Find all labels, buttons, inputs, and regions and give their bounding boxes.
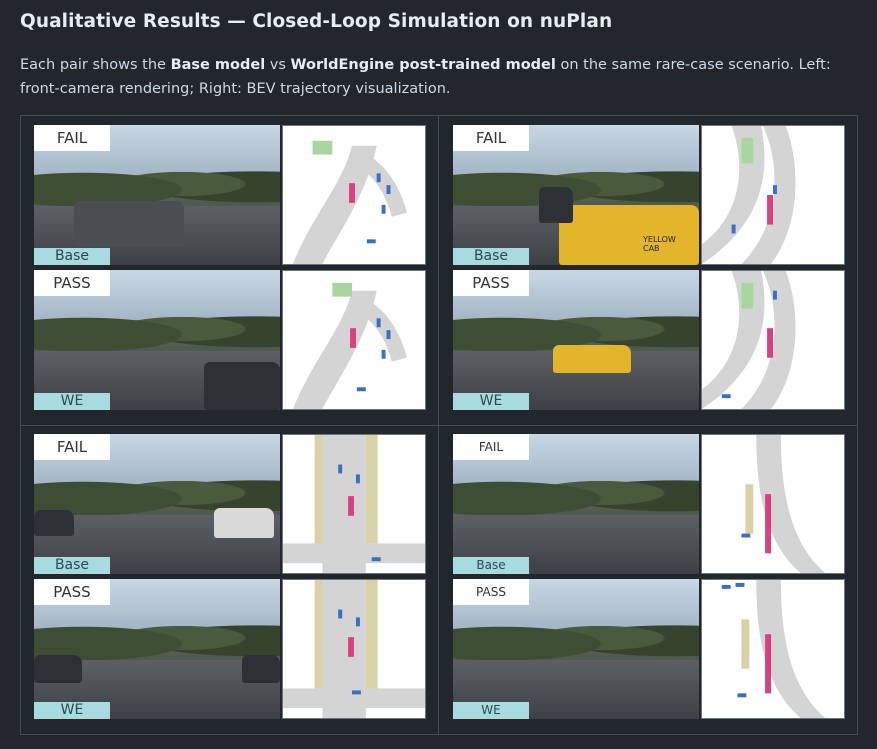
result-pair-3: FAIL Base PASS WE [34,434,426,721]
verdict-label: PASS [34,579,110,605]
model-label: WE [34,702,110,719]
grid-divider-horizontal [21,425,857,426]
bev-trajectory-we [701,579,845,719]
camera-view-base: FAIL Base [453,434,699,574]
model-label: WE [453,393,529,410]
camera-view-base: FAIL Base [34,434,280,574]
camera-view-we: PASS WE [34,270,280,410]
verdict-label: FAIL [453,125,529,151]
model-label: WE [453,702,529,719]
verdict-label: PASS [453,579,529,605]
result-pair-4: FAIL Base PASS WE [453,434,845,721]
model-label: Base [34,248,110,265]
camera-view-base: YELLOW CAB FAIL Base [453,125,699,265]
results-grid: FAIL Base PASS WE YELLOW CAB FAIL Base [20,115,858,735]
camera-view-base: FAIL Base [34,125,280,265]
page-title: Qualitative Results — Closed-Loop Simula… [20,11,613,32]
camera-view-we: PASS WE [453,579,699,719]
bev-trajectory-we [282,579,426,719]
verdict-label: FAIL [34,434,110,460]
verdict-label: PASS [453,270,529,296]
base-model-label: Base model [170,57,266,73]
model-label: WE [34,393,110,410]
bev-trajectory-we [282,270,426,410]
model-label: Base [453,557,529,574]
bev-trajectory-base [282,434,426,574]
intro-paragraph: Each pair shows the Base model vs WorldE… [20,57,831,97]
camera-view-we: PASS WE [34,579,280,719]
worldengine-model-label: WorldEngine post-trained model [290,57,556,73]
bev-trajectory-we [701,270,845,410]
result-pair-1: FAIL Base PASS WE [34,125,426,412]
bev-trajectory-base [701,434,845,574]
verdict-label: PASS [34,270,110,296]
bev-trajectory-base [701,125,845,265]
model-label: Base [453,248,529,265]
taxi-label: YELLOW CAB [643,235,676,253]
model-label: Base [34,557,110,574]
result-pair-2: YELLOW CAB FAIL Base PASS WE [453,125,845,412]
verdict-label: FAIL [453,434,529,460]
bev-trajectory-base [282,125,426,265]
verdict-label: FAIL [34,125,110,151]
camera-view-we: PASS WE [453,270,699,410]
